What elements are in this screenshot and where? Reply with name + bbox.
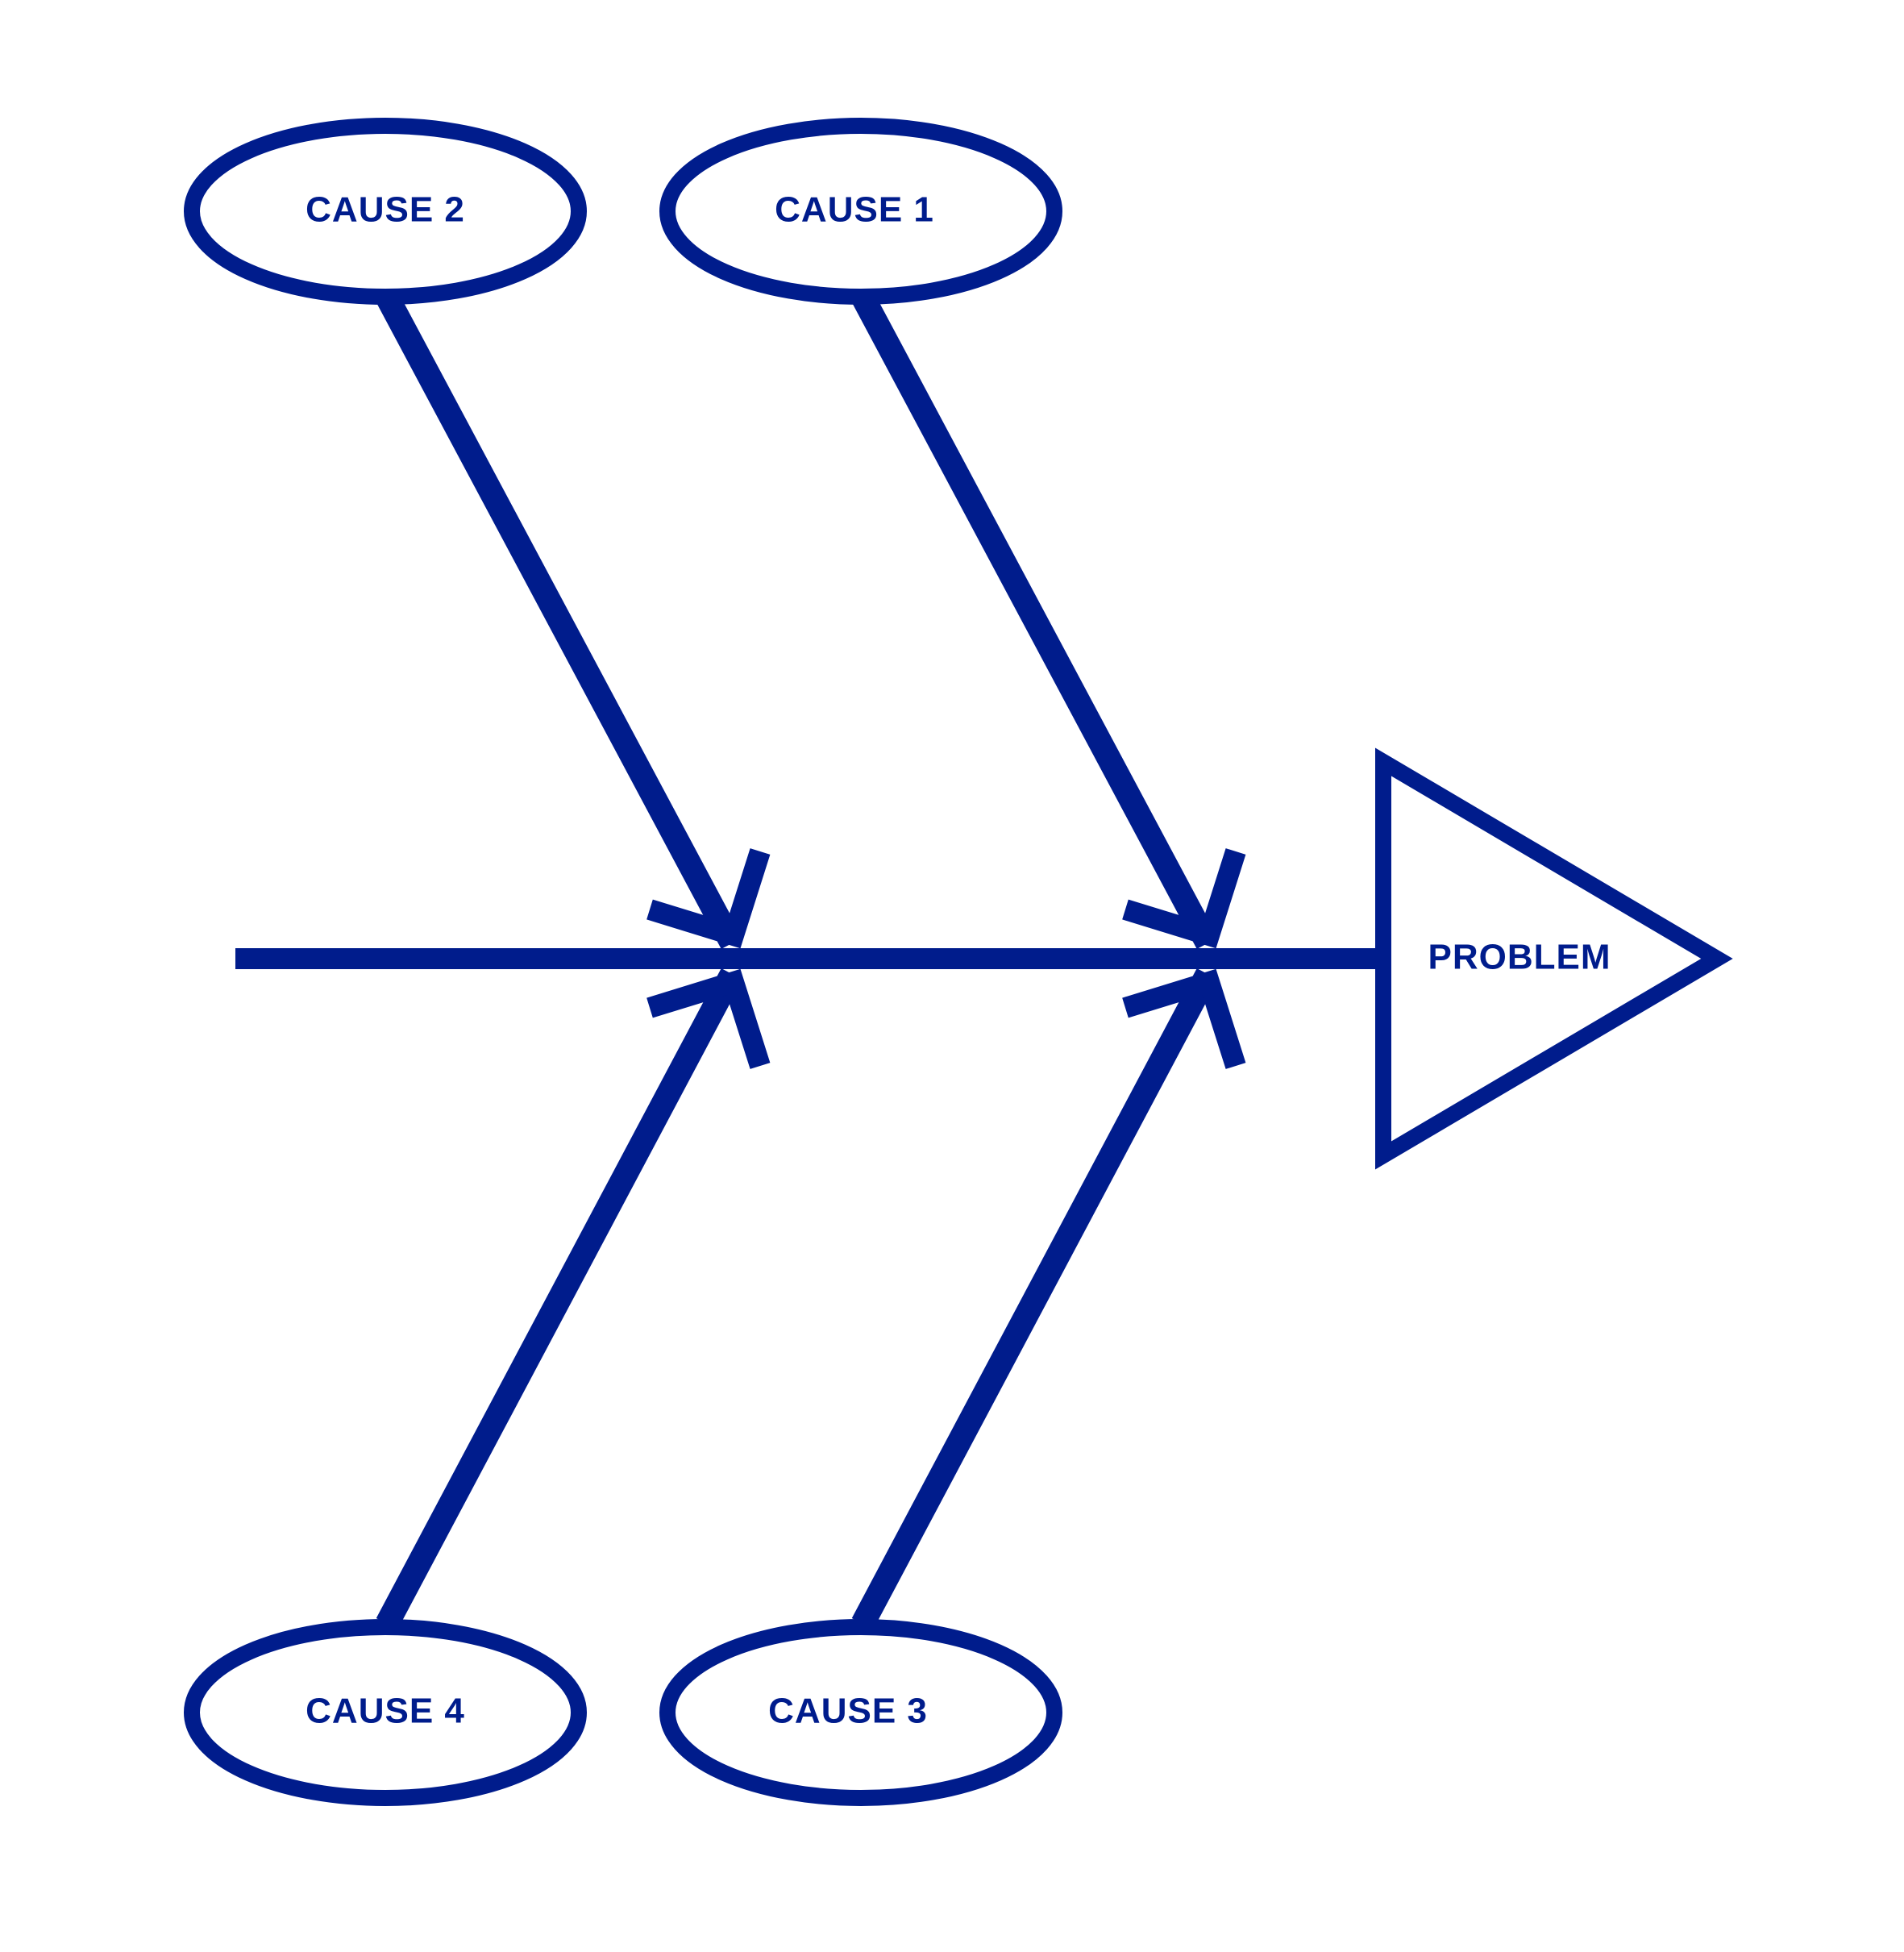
cause-2-arrowhead	[646, 848, 771, 949]
cause-4-bone	[376, 968, 743, 1630]
cause-3-ellipse	[659, 1619, 1062, 1806]
problem-head: PROBLEM	[1375, 747, 1733, 1170]
cause-3-bone	[851, 968, 1219, 1630]
cause-1-ellipse	[659, 118, 1062, 305]
cause-2-label: CAUSE 2	[306, 190, 465, 230]
cause-2-bone	[376, 290, 743, 950]
problem-triangle	[1375, 747, 1733, 1170]
problem-label: PROBLEM	[1428, 938, 1611, 977]
cause-4-label: CAUSE 4	[306, 1692, 465, 1731]
cause-1-bone	[851, 290, 1219, 950]
cause-4-ellipse	[184, 1619, 587, 1806]
cause-2-ellipse	[184, 118, 587, 305]
cause-3-branch: CAUSE 3	[659, 968, 1246, 1806]
cause-1-label: CAUSE 1	[775, 190, 934, 230]
cause-1-branch: CAUSE 1	[659, 118, 1246, 950]
cause-4-branch: CAUSE 4	[184, 968, 771, 1806]
cause-2-branch: CAUSE 2	[184, 118, 771, 950]
cause-4-arrowhead	[646, 968, 771, 1069]
cause-3-label: CAUSE 3	[768, 1692, 928, 1731]
cause-3-arrowhead	[1122, 968, 1246, 1069]
cause-1-arrowhead	[1122, 848, 1246, 949]
